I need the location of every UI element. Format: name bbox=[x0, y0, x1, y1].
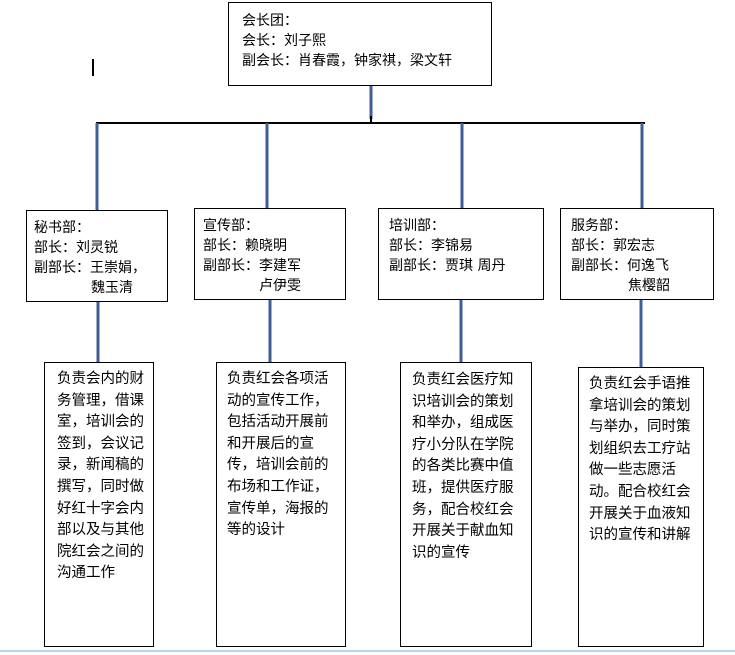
text-cursor bbox=[92, 59, 94, 76]
dept-head: 部长：赖晓明 bbox=[203, 238, 287, 254]
dept-title: 秘书部： bbox=[34, 220, 90, 236]
dept-deputy: 副部长：贾琪 周丹 bbox=[389, 258, 506, 274]
dept-deputy: 副部长：李建军 bbox=[203, 258, 301, 274]
dept-deputy-2: 魏玉清 bbox=[91, 280, 133, 296]
council-president: 会长：刘子熙 bbox=[242, 33, 326, 49]
dept-head: 部长：李锦易 bbox=[389, 238, 473, 254]
page-edge-rule bbox=[0, 650, 735, 652]
dept-deputy-2: 卢伊雯 bbox=[259, 278, 301, 294]
dept-box-training: 培训部： 部长：李锦易 副部长：贾琪 周丹 bbox=[378, 208, 544, 300]
duties-box-secretariat: 负责会内的财务管理，借课室，培训会的签到，会议记录，新闻稿的撰写，同时做好红十字… bbox=[44, 362, 154, 647]
duties-box-publicity: 负责红会各项活动的宣传工作，包括活动开展前和开展后的宣传，培训会前的布场和工作证… bbox=[216, 362, 346, 647]
dept-box-publicity: 宣传部： 部长：赖晓明 副部长：李建军 卢伊雯 bbox=[194, 208, 346, 300]
dept-head: 部长：刘灵锐 bbox=[34, 240, 118, 256]
dept-head: 部长：郭宏志 bbox=[571, 238, 655, 254]
duties-box-training: 负责红会医疗知识培训会的策划和举办，组成医疗小分队在学院的各类比赛中值班，提供医… bbox=[400, 362, 532, 647]
council-heading: 会长团： bbox=[242, 13, 298, 29]
dept-deputy: 副部长：王崇娟， bbox=[34, 260, 146, 276]
dept-box-service: 服务部： 部长：郭宏志 副部长：何逸飞 焦樱韶 bbox=[560, 208, 714, 300]
duties-box-service: 负责红会手语推拿培训会的策划与举办，同时策划组织去工疗站做一些志愿活动。配合校红… bbox=[578, 367, 704, 647]
dept-title: 宣传部： bbox=[203, 218, 259, 234]
dept-title: 培训部： bbox=[389, 218, 445, 234]
council-box: 会长团： 会长：刘子熙 副会长：肖春霞，钟家祺，梁文轩 bbox=[228, 2, 492, 86]
dept-deputy-2: 焦樱韶 bbox=[628, 278, 670, 294]
council-vice-presidents: 副会长：肖春霞，钟家祺，梁文轩 bbox=[242, 53, 452, 69]
dept-deputy: 副部长：何逸飞 bbox=[571, 258, 669, 274]
dept-box-secretariat: 秘书部： 部长：刘灵锐 副部长：王崇娟， 魏玉清 bbox=[26, 210, 168, 302]
dept-title: 服务部： bbox=[571, 218, 627, 234]
